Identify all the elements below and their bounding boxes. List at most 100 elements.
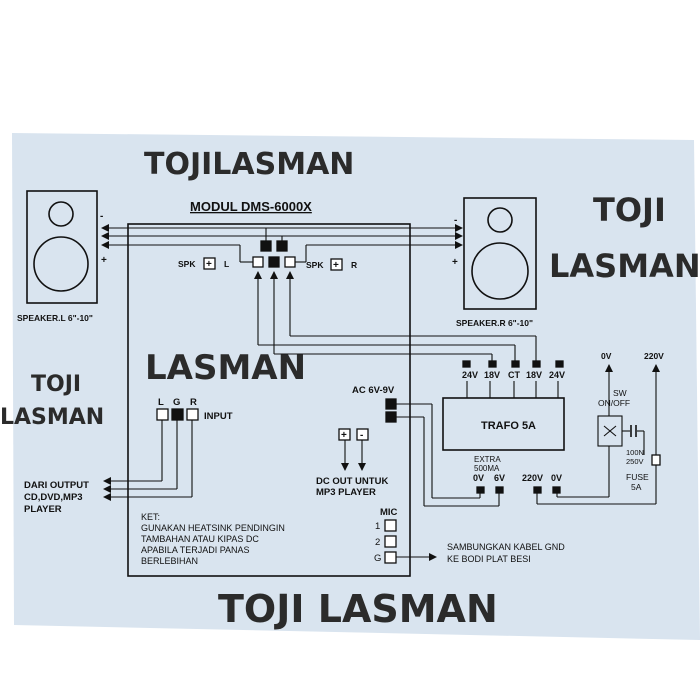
note-line-1: GUNAKAN HEATSINK PENDINGIN — [141, 523, 285, 533]
mains-wires — [536, 385, 657, 505]
ac-wires — [396, 403, 500, 507]
mic-pin-g-label: G — [374, 553, 381, 564]
speaker-right-plus: + — [452, 257, 458, 268]
input-g: G — [173, 397, 180, 408]
input-g-terminal — [171, 408, 184, 421]
mains-0v: 0V — [601, 351, 612, 361]
speaker-right — [463, 197, 537, 310]
watermark-top: TOJILASMAN — [144, 147, 354, 182]
trafo-extra-1: EXTRA — [474, 455, 501, 464]
speaker-right-minus: - — [454, 215, 457, 226]
mic-pin-2-label: 2 — [375, 537, 380, 548]
trafo-tap-24v-a: 24V — [462, 370, 478, 380]
trafo-tap-18v-a: 18V — [484, 370, 500, 380]
sw-label-2: ON/OFF — [598, 398, 630, 408]
watermark-center: LASMAN — [145, 348, 306, 388]
speaker-left-label: SPEAKER.L 6"-10" — [17, 313, 93, 323]
trafo-name: TRAFO 5A — [481, 420, 536, 432]
input-wires — [103, 420, 193, 501]
trafo-tap-marker-4 — [532, 360, 541, 368]
input-source-1: DARI OUTPUT — [24, 480, 89, 491]
mains-220v: 220V — [644, 351, 664, 361]
spk-gnd-terminal — [268, 256, 280, 268]
fuse — [651, 454, 661, 466]
trafo-tap-marker-1 — [462, 360, 471, 368]
dc-out-text-2: MP3 PLAYER — [316, 487, 376, 498]
trafo-prim-0v-b: 0V — [551, 473, 562, 483]
paper-sheet — [12, 133, 700, 640]
watermark-bottom: TOJI LASMAN — [218, 587, 498, 631]
spk-right-plus-box — [330, 258, 343, 271]
trafo-prim-220v: 220V — [522, 473, 543, 483]
dc-out-text-1: DC OUT UNTUK — [316, 476, 388, 487]
dc-out-plus: + — [341, 430, 347, 441]
dc-out-minus: - — [360, 430, 363, 441]
trafo-tap-18v-b: 18V — [526, 370, 542, 380]
input-l: L — [158, 397, 164, 408]
input-source-2: CD,DVD,MP3 — [24, 492, 83, 503]
ac-label: AC 6V-9V — [352, 385, 395, 396]
trafo-prim-marker-4 — [552, 486, 561, 494]
note-line-3: APABILA TERJADI PANAS — [141, 545, 250, 555]
input-r: R — [190, 397, 197, 408]
spk-left-plus-sign: + — [206, 259, 212, 270]
spk-l-plus-terminal — [252, 256, 264, 268]
spk-left-text: SPK — [178, 259, 196, 269]
spk-right-side: R — [351, 260, 357, 270]
capacitor — [622, 425, 644, 437]
cap-label-1: 100N — [626, 448, 644, 457]
trafo-tap-marker-2 — [488, 360, 497, 368]
mic-pin-2 — [384, 535, 397, 548]
trafo-extra-2: 500MA — [474, 464, 500, 473]
gnd-note-1: SAMBUNGKAN KABEL GND — [447, 542, 565, 552]
ac-terminal-2 — [385, 411, 397, 423]
trafo-secondary-wires — [254, 271, 537, 361]
speaker-left-minus: - — [100, 211, 103, 222]
ac-terminal-1 — [385, 398, 397, 410]
mic-pin-1 — [384, 519, 397, 532]
watermark-left-2: LASMAN — [0, 405, 104, 430]
gnd-note-2: KE BODI PLAT BESI — [447, 554, 531, 564]
trafo-box — [442, 397, 565, 451]
spk-l-minus-terminal — [260, 240, 272, 252]
watermark-right-2: LASMAN — [549, 247, 700, 285]
mic-pin-1-label: 1 — [375, 521, 380, 532]
watermark-left-1: TOJI — [31, 372, 81, 397]
spk-left-side: L — [224, 259, 229, 269]
speaker-left — [26, 190, 98, 304]
module-box — [127, 223, 411, 577]
spk-r-plus-terminal — [284, 256, 296, 268]
module-title: MODUL DMS-6000X — [190, 199, 312, 214]
mic-pin-g — [384, 551, 397, 564]
speaker-wires — [101, 224, 463, 263]
trafo-tap-24v-b: 24V — [549, 370, 565, 380]
trafo-tap-marker-5 — [555, 360, 564, 368]
speaker-left-plus: + — [101, 255, 107, 266]
trafo-tap-leads — [466, 381, 559, 398]
note-line-4: BERLEBIHAN — [141, 556, 198, 566]
note-line-2: TAMBAHAN ATAU KIPAS DC — [141, 534, 259, 544]
spk-left-plus-box — [203, 257, 216, 270]
spk-r-minus-terminal — [276, 240, 288, 252]
cap-label-2: 250V — [626, 457, 644, 466]
input-l-terminal — [156, 408, 169, 421]
fuse-label-2: 5A — [631, 482, 642, 492]
input-r-terminal — [186, 408, 199, 421]
trafo-prim-6v: 6V — [494, 473, 505, 483]
trafo-prim-marker-3 — [533, 486, 542, 494]
trafo-tap-marker-3 — [511, 360, 520, 368]
spk-right-plus-sign: + — [333, 260, 339, 271]
trafo-prim-marker-1 — [476, 486, 485, 494]
spk-right-text: SPK — [306, 260, 324, 270]
watermark-right-1: TOJI — [593, 191, 666, 229]
input-label: INPUT — [204, 411, 233, 422]
speaker-right-label: SPEAKER.R 6"-10" — [456, 318, 533, 328]
trafo-prim-0v-a: 0V — [473, 473, 484, 483]
fuse-label-1: FUSE — [626, 472, 649, 482]
mic-title: MIC — [380, 507, 398, 518]
note-title: KET: — [141, 512, 160, 522]
trafo-prim-marker-2 — [495, 486, 504, 494]
input-source-3: PLAYER — [24, 504, 62, 515]
sw-label-1: SW — [613, 388, 627, 398]
